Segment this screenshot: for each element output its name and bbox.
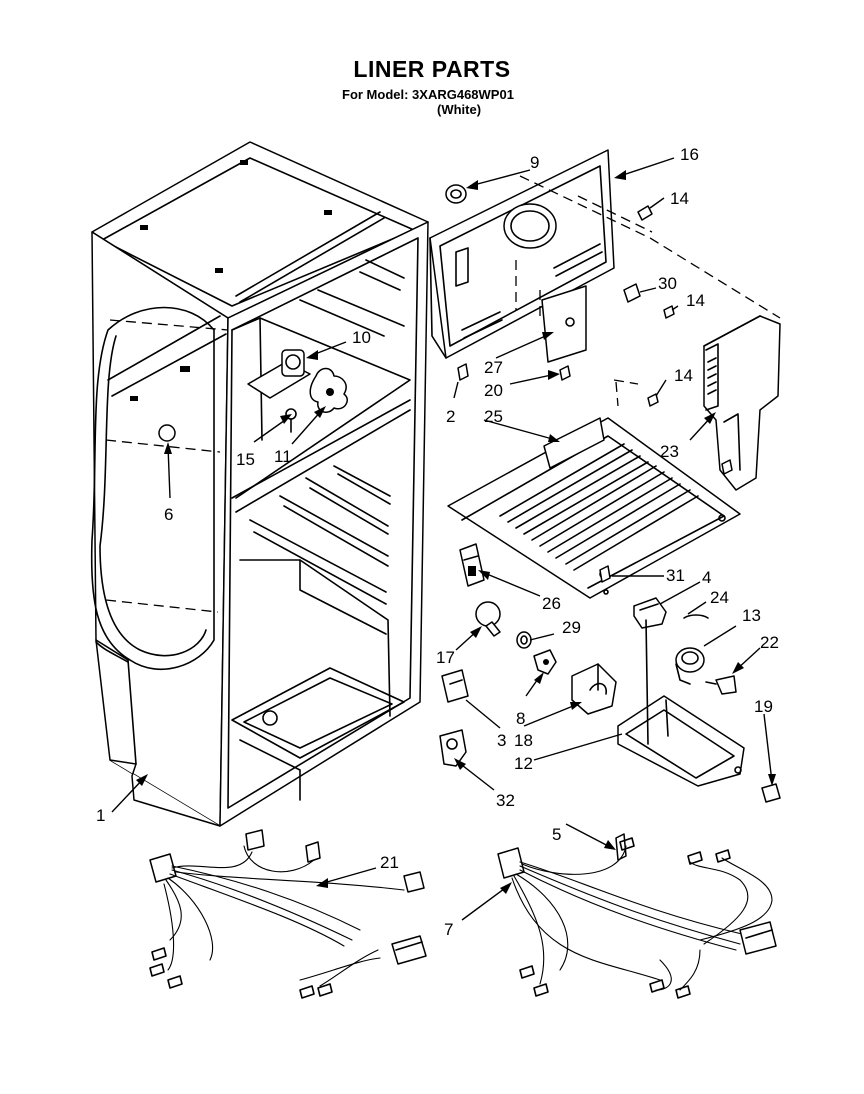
screw-part-31 [599,565,611,583]
diagram-title: LINER PARTS [353,56,511,82]
leader-lines [111,157,776,921]
callout-17: 17 [436,648,455,667]
connector-part-19 [761,783,781,803]
callout-15: 15 [236,450,255,469]
callout-16: 16 [680,145,699,164]
control-housing [703,315,781,491]
callout-31: 31 [666,566,685,585]
callout-22: 22 [760,633,779,652]
knob-part-4 [633,597,667,629]
grommet-part-9 [445,184,467,204]
callout-20: 20 [484,381,503,400]
clip-part-24 [683,614,709,619]
callout-10: 10 [352,328,371,347]
socket-part-32 [439,729,467,767]
screw-part-2 [457,363,469,381]
callout-14-top: 14 [670,189,689,208]
evaporator-cover [429,149,615,363]
callout-1: 1 [96,806,105,825]
callout-23: 23 [660,442,679,461]
wire-harness-part-7 [497,837,777,999]
bushing-part-29 [516,631,532,649]
callout-12: 12 [514,754,533,773]
callout-30: 30 [658,274,677,293]
callout-5: 5 [552,825,561,844]
callout-4: 4 [702,568,711,587]
callout-9: 9 [530,153,539,172]
bracket-part-3 [441,669,469,703]
callout-13: 13 [742,606,761,625]
callout-32: 32 [496,791,515,810]
callout-11: 11 [274,447,292,466]
lamp-bulb-part-17 [475,601,501,637]
callout-18: 18 [514,731,533,750]
liner-cabinet [90,141,429,827]
callout-14-mid: 14 [686,291,705,310]
callout-2: 2 [446,407,455,426]
callout-3: 3 [497,731,506,750]
plug-part-6 [158,424,176,442]
model-number: For Model: 3XARG468WP01 [342,87,514,102]
model-color: (White) [437,102,482,117]
screw-part-30 [623,283,641,303]
evaporator-tray [447,417,741,599]
callout-27: 27 [484,358,503,377]
callout-6: 6 [164,505,173,524]
connector-part-22 [705,675,737,695]
screw-part-14 [637,205,675,407]
callout-7: 7 [444,920,453,939]
fan-motor-assembly [247,349,348,433]
callout-21: 21 [380,853,399,872]
thermostat-part-13 [675,647,705,685]
callout-29: 29 [562,618,581,637]
callout-19: 19 [754,697,773,716]
control-bracket-part-12 [617,619,745,787]
damper-part-18 [571,663,617,715]
callout-25: 25 [484,407,503,426]
switch-part-8 [533,649,557,675]
callout-8: 8 [516,709,525,728]
wire-harness-part-21 [149,829,427,999]
callout-labels: 9 16 14 30 14 14 10 15 11 6 27 20 2 25 2… [96,145,779,939]
callout-24: 24 [710,588,729,607]
callout-26: 26 [542,594,561,613]
screw-part-20 [559,365,571,381]
socket-housing-part-26 [459,543,485,587]
callout-14-low: 14 [674,366,693,385]
